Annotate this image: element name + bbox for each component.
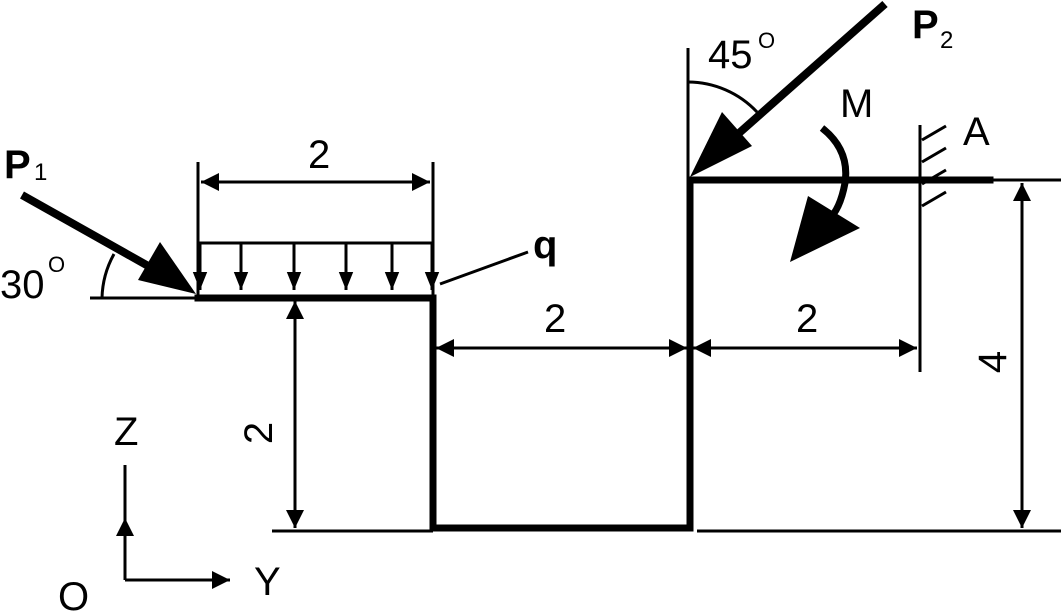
support-a-hatching [921,124,947,208]
p1-angle-arc [100,253,116,299]
dim-right-label: 2 [796,297,818,341]
frame-structure [194,176,994,532]
p2-subscript: 2 [940,27,953,54]
dim-middle-label: 2 [544,297,566,341]
force-p1 [20,191,196,299]
p1-label: P [4,143,31,187]
dim-left-height-label: 2 [237,422,281,444]
p2-arrowhead [690,112,752,177]
p1-subscript: 1 [34,159,47,186]
p1-angle-degree: O [48,252,65,277]
z-axis-label: Z [114,410,138,454]
m-label: M [840,82,873,126]
p2-angle-degree: O [758,28,775,53]
moment-m [790,125,860,262]
p2-label: P [912,3,939,47]
y-axis-label: Y [254,560,281,604]
distributed-load [192,241,529,290]
p2-angle-arc [687,80,759,114]
q-label: q [533,223,557,267]
p1-angle-label: 30 [0,263,45,307]
a-label: A [963,110,990,154]
origin-label: O [58,575,89,612]
p2-angle-label: 45 [708,33,753,77]
dim-top-label: 2 [308,133,330,177]
p1-arrowhead [138,242,196,294]
reference-lines [90,48,1061,533]
moment-arrowhead [790,196,860,262]
q-leader-line [439,250,529,286]
force-p2 [687,1,888,177]
dim-right-height-label: 4 [971,351,1015,373]
dimension-lines [201,173,1031,528]
labels: P 1 30 O P 2 45 O q M A 2 2 2 2 4 Z O Y [0,3,1015,612]
coordinate-axes [116,465,230,589]
